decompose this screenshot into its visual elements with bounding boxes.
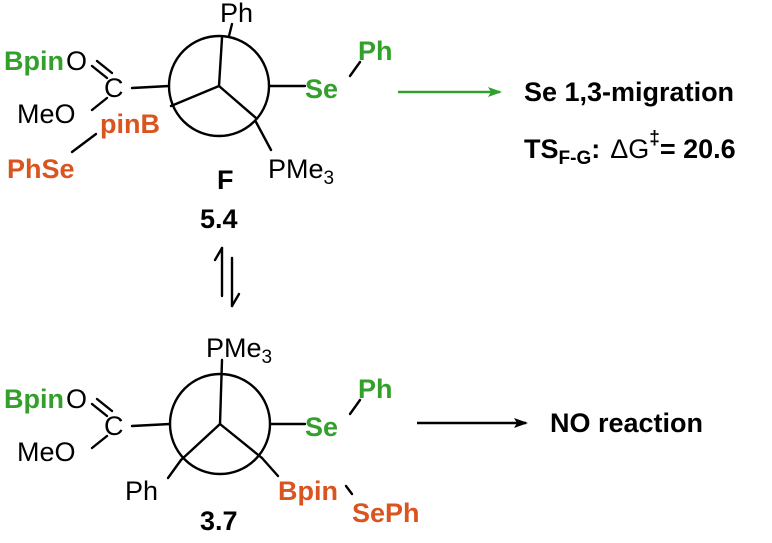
bond2-to-c: [130, 422, 172, 428]
equilibrium-arrows: [213, 246, 241, 308]
label-se-ph: Ph: [358, 36, 393, 66]
label2-ph: Ph: [125, 476, 158, 506]
label-bpin: Bpin: [4, 46, 64, 76]
label-pme3: PMe3: [268, 154, 334, 189]
bond2-bpin: [260, 456, 280, 478]
bond-c-ome: [90, 96, 109, 112]
bond-front-left: [169, 84, 221, 108]
label2-bpin-bottom: Bpin: [278, 476, 338, 506]
bond-back-ph: [227, 22, 234, 38]
label-meo: MeO: [17, 99, 76, 129]
label2-bpin: Bpin: [4, 384, 64, 414]
bond2-front-right: [218, 422, 264, 460]
label2-seph: SePh: [352, 498, 420, 528]
bond-front-up: [217, 36, 224, 88]
bond2-bpin-seph: [344, 484, 354, 496]
bond2-front-up: [218, 358, 224, 426]
label2-se-ph: Ph: [358, 374, 393, 404]
bond-se-ph: [348, 60, 362, 78]
newman-projection-bottom: PMe3 Bpin O C MeO Se Ph Ph Bpin SePh 3.7: [4, 333, 420, 536]
bond-front-right: [217, 84, 258, 120]
bond2-c-ome: [90, 434, 109, 450]
label2-se: Se: [305, 412, 338, 442]
label2-c: C: [104, 411, 124, 441]
label-se: Se: [305, 74, 338, 104]
result-no-reaction: NO reaction: [550, 408, 703, 438]
newman-projection-f: Ph Bpin O C MeO pinB PhSe Se Ph PMe3 F 5…: [4, 0, 393, 234]
bond-to-c: [130, 84, 171, 90]
label-phse: PhSe: [7, 154, 75, 184]
bond-pinb-phse: [70, 132, 98, 154]
result-se-migration: Se 1,3-migration: [524, 77, 734, 107]
bond2-front-left: [179, 422, 222, 462]
label-o-carbonyl: O: [66, 46, 87, 76]
label-pinb: pinB: [100, 109, 160, 139]
bond2-c-o-double-b: [95, 397, 114, 413]
label2-o-carbonyl: O: [66, 384, 87, 414]
label-c: C: [104, 73, 124, 103]
bond2-c-o-double-a: [90, 402, 109, 418]
bond2-ph: [166, 458, 183, 480]
energy-f: 5.4: [200, 204, 238, 234]
label-ph-top: Ph: [220, 0, 253, 28]
label2-pme3: PMe3: [206, 333, 272, 368]
label-compound-f: F: [217, 165, 234, 195]
bond-c-o-double-b: [95, 59, 114, 75]
bond-c-o-double-a: [90, 64, 109, 80]
bond2-se-ph: [348, 398, 362, 416]
label2-meo: MeO: [17, 437, 76, 467]
bond-back-pme3: [254, 120, 273, 152]
ts-energy-line: TSF-G:ΔG‡= 20.6: [524, 128, 736, 169]
energy-bottom: 3.7: [200, 506, 238, 536]
